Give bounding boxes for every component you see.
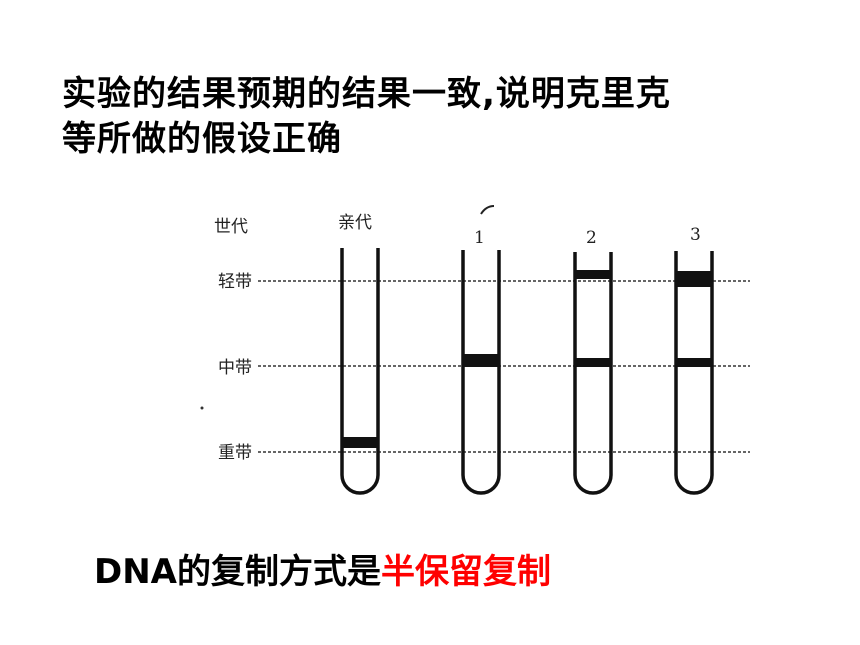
tube-outline — [340, 248, 380, 495]
tube-outline — [674, 251, 714, 495]
heading: 实验的结果预期的结果一致,说明克里克 等所做的假设正确 — [62, 72, 782, 162]
tube-outline — [461, 250, 501, 495]
generation-label-2: 2 — [586, 228, 597, 248]
generation-label-parent: 亲代 — [338, 213, 372, 233]
conclusion-prefix: DNA的复制方式是 — [94, 552, 381, 592]
band-label-heavy: 重带 — [218, 443, 252, 463]
middle-band — [677, 358, 711, 367]
tube-generation-3 — [674, 251, 714, 495]
tube-parent — [340, 248, 380, 495]
light-band — [576, 270, 610, 279]
tube-outline — [573, 252, 613, 495]
heavy-band — [343, 437, 377, 448]
middle-band — [464, 354, 498, 367]
scan-dot — [200, 406, 204, 410]
tube-generation-1 — [461, 250, 501, 495]
scan-mark — [480, 205, 495, 215]
conclusion: DNA的复制方式是半保留复制 — [94, 544, 551, 593]
light-band — [677, 271, 711, 287]
conclusion-highlight: 半保留复制 — [381, 552, 551, 592]
middle-band — [576, 358, 610, 367]
tube-generation-2 — [573, 252, 613, 495]
band-label-light: 轻带 — [218, 272, 252, 292]
generation-label-1: 1 — [474, 228, 485, 248]
band-label-middle: 中带 — [218, 358, 252, 378]
generation-header: 世代 — [214, 217, 248, 237]
heading-line-2: 等所做的假设正确 — [62, 119, 342, 159]
heading-line-1: 实验的结果预期的结果一致,说明克里克 — [62, 74, 671, 114]
generation-label-3: 3 — [690, 225, 701, 245]
